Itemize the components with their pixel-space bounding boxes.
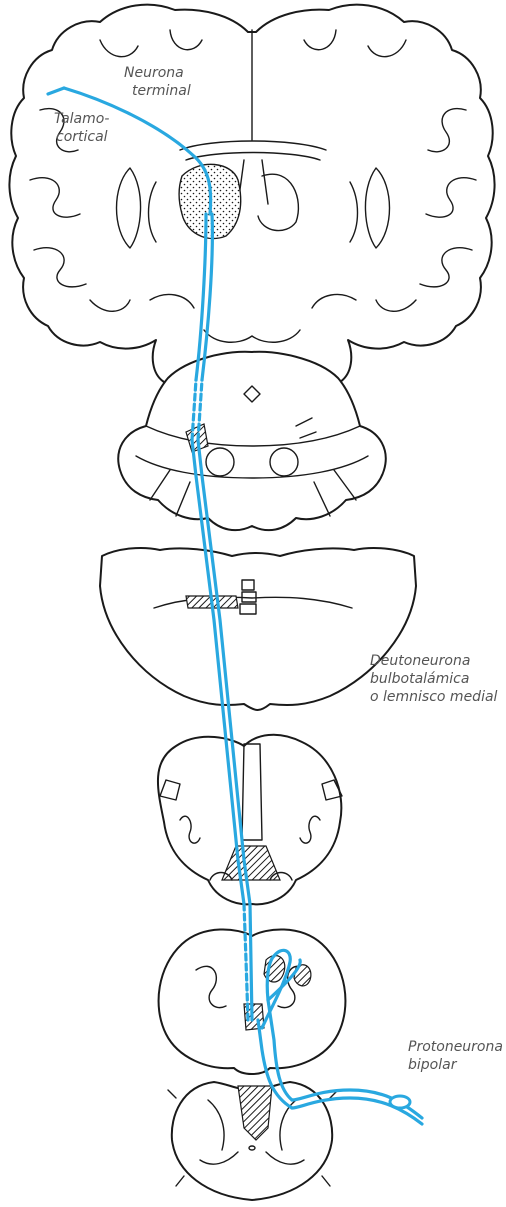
label-line: terminal [124,82,191,100]
pons-section [100,548,416,710]
midbrain-section [118,352,385,530]
label-protoneurona: Protoneurona bipolar [408,1038,503,1074]
medulla-open-section [158,735,342,905]
label-talamocortical: Talamo- cortical [54,110,109,146]
label-line: bulbotalámica [370,670,497,688]
label-line: Protoneurona [408,1038,503,1056]
label-deutoneurona: Deutoneurona bulbotalámica o lemnisco me… [370,652,497,706]
label-line: bipolar [408,1056,503,1074]
spinal-cord-section [168,1082,338,1200]
label-line: Deutoneurona [370,652,497,670]
label-neurona-terminal: Neurona terminal [124,64,191,100]
brain-section [9,5,494,391]
label-line: cortical [54,128,109,146]
spinal-ganglion [390,1096,410,1108]
label-line: o lemnisco medial [370,688,497,706]
label-line: Talamo- [54,110,109,128]
label-line: Neurona [124,64,191,82]
